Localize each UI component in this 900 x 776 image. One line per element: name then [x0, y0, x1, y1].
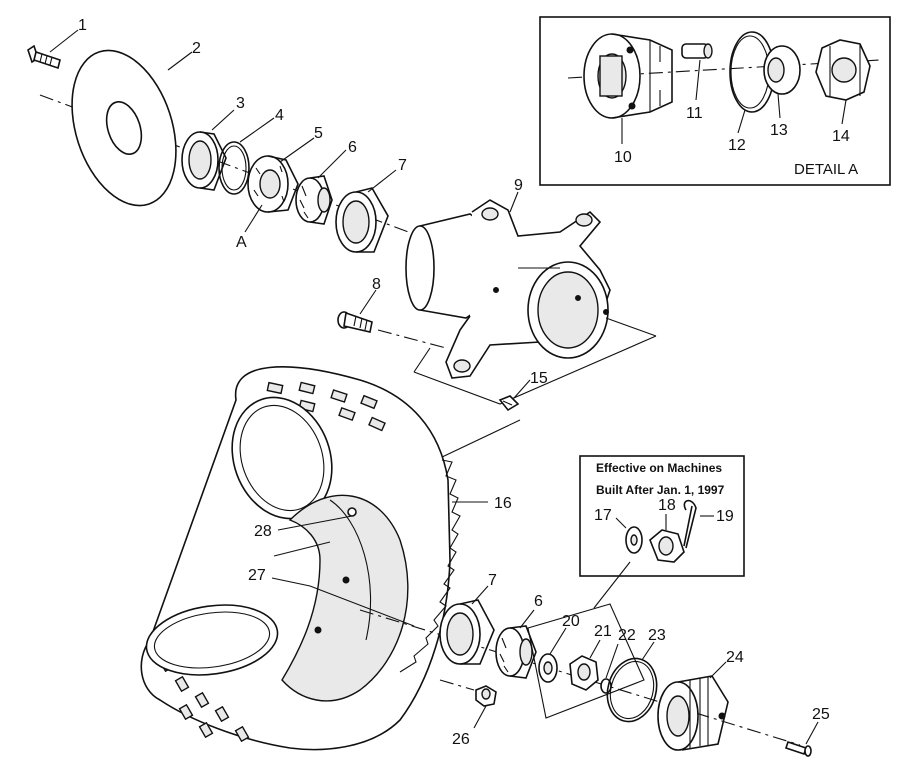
part-24-hub-cap	[657, 675, 729, 751]
callout-5: 5	[314, 125, 323, 142]
part-21-castle-nut	[569, 655, 599, 691]
callout-10: 10	[614, 149, 632, 166]
callout-21: 21	[594, 623, 612, 640]
part-13-spacer	[763, 45, 801, 95]
callout-7-lower: 7	[488, 572, 497, 589]
callout-23: 23	[648, 627, 666, 644]
part-11-pin	[681, 43, 713, 59]
part-18-nut	[649, 529, 685, 563]
part-27-rim	[281, 494, 409, 702]
part-1-bolt	[27, 44, 61, 70]
callout-16: 16	[494, 495, 512, 512]
part-2-brake-disc	[71, 49, 177, 207]
callout-14: 14	[832, 128, 850, 145]
part-6-lower-bearing	[495, 625, 537, 679]
detail-axis-line	[567, 59, 881, 79]
callout-20: 20	[562, 613, 580, 630]
part-15-fitting	[498, 395, 520, 412]
part-19-cotter-pin	[683, 499, 697, 549]
part-17-washer	[625, 526, 643, 554]
effective-line-2: Built After Jan. 1, 1997	[596, 483, 725, 497]
callout-11: 11	[686, 105, 703, 122]
part-10-coupler	[583, 33, 673, 119]
part-8-bolt	[337, 311, 373, 333]
callout-1: 1	[78, 17, 87, 34]
callout-4: 4	[275, 107, 284, 124]
part-7-bearing-cup	[335, 187, 389, 253]
part-9-spindle-knuckle	[405, 199, 611, 379]
callout-28: 28	[254, 523, 272, 540]
part-3-race	[181, 131, 227, 191]
part-6-tapered-bearing	[295, 175, 333, 225]
callout-6-lower: 6	[534, 593, 543, 610]
callout-6: 6	[348, 139, 357, 156]
callout-A: A	[236, 234, 247, 251]
detail-a-box	[539, 16, 891, 186]
callout-2: 2	[192, 40, 201, 57]
callout-7: 7	[398, 157, 407, 174]
part-14-nut	[815, 39, 871, 101]
effective-line-1: Effective on Machines	[596, 461, 722, 475]
part-7-lower-bearing-cup	[439, 599, 495, 665]
callout-9: 9	[514, 177, 523, 194]
callout-13: 13	[770, 122, 788, 139]
callout-19: 19	[716, 508, 734, 525]
part-4-snap-ring	[218, 141, 250, 195]
callout-22: 22	[618, 627, 636, 644]
part-26-valve-stem	[475, 685, 497, 707]
callout-12: 12	[728, 137, 746, 154]
callout-27: 27	[248, 567, 266, 584]
part-25-screw	[784, 740, 812, 757]
callout-24: 24	[726, 649, 744, 666]
callout-3: 3	[236, 95, 245, 112]
detail-a-label: DETAIL A	[794, 161, 858, 178]
tire-inner-bead	[145, 604, 279, 676]
callout-8: 8	[372, 276, 381, 293]
callout-17: 17	[594, 507, 612, 524]
part-23-o-ring	[606, 657, 658, 723]
part-20-washer	[538, 653, 558, 683]
callout-18: 18	[658, 497, 676, 514]
upper-axis-line	[39, 94, 431, 241]
callout-26: 26	[452, 731, 470, 748]
group-20-22-bracket	[527, 603, 645, 719]
callout-25: 25	[812, 706, 830, 723]
part-5-clutch-hub	[247, 155, 299, 213]
callout-15: 15	[530, 370, 548, 387]
lower-axis-line	[359, 609, 801, 746]
effective-date-box	[579, 455, 745, 577]
